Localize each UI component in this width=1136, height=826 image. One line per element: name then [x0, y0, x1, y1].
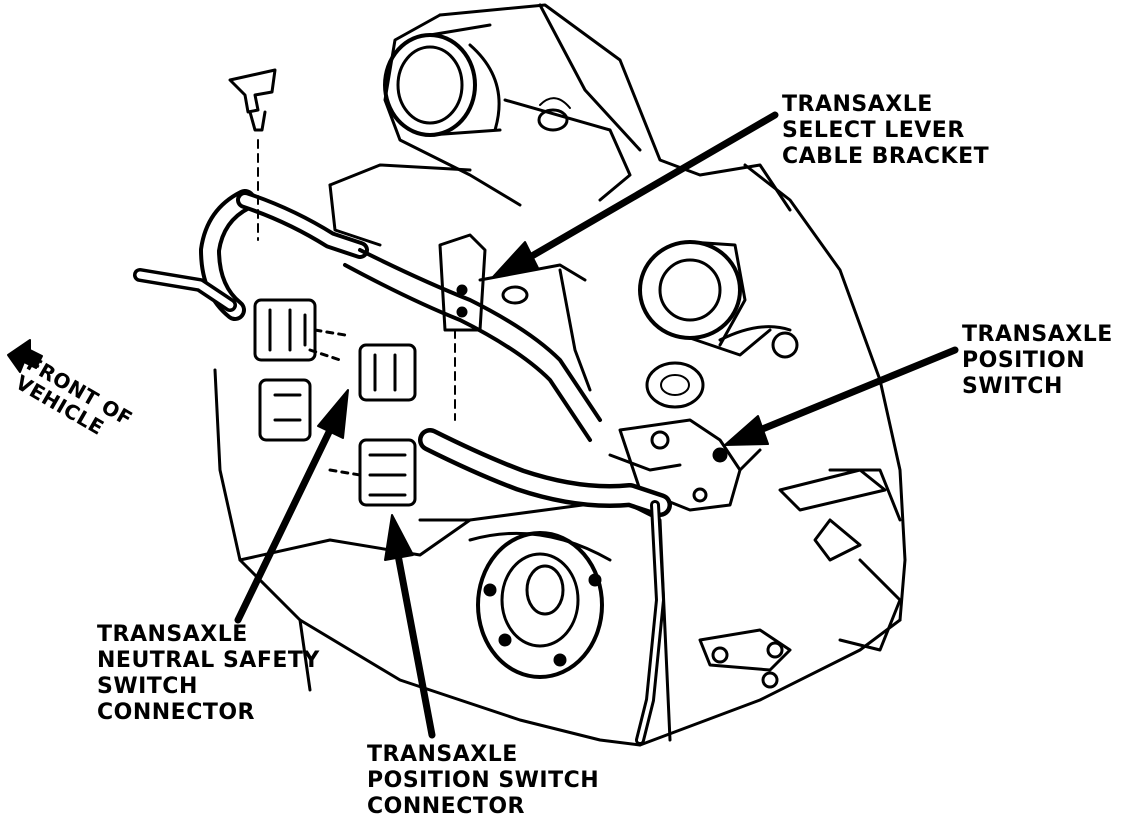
engine-block	[328, 3, 792, 247]
push-clip	[228, 68, 277, 241]
label-position-switch: TRANSAXLE POSITION SWITCH	[962, 322, 1113, 400]
label-line: CONNECTOR	[367, 794, 525, 819]
label-line: TRANSAXLE	[782, 92, 933, 117]
label-line: TRANSAXLE	[367, 742, 518, 767]
pulley	[383, 23, 571, 137]
label-line: TRANSAXLE	[97, 622, 248, 647]
label-position-switch-connector: TRANSAXLE POSITION SWITCH CONNECTOR	[367, 742, 599, 820]
label-select-lever-cable-bracket: TRANSAXLE SELECT LEVER CABLE BRACKET	[782, 92, 989, 170]
label-line: NEUTRAL SAFETY	[97, 648, 320, 673]
bellhousing-boss	[468, 531, 612, 679]
wiring-harness	[133, 189, 672, 745]
leader-arrows	[234, 111, 959, 739]
label-line: SELECT LEVER	[782, 118, 965, 143]
arrow-neutral-safety-connector	[234, 389, 349, 624]
label-line: SWITCH	[97, 674, 198, 699]
arrow-position-switch-connector	[384, 514, 436, 739]
engine-mount	[638, 240, 799, 409]
label-line: CONNECTOR	[97, 700, 255, 725]
lower-bracket	[698, 468, 902, 689]
arrow-position-switch	[724, 346, 959, 446]
arrow-select-lever-bracket	[491, 111, 779, 279]
label-line: POSITION	[962, 348, 1086, 373]
label-line: POSITION SWITCH	[367, 768, 600, 793]
label-line: SWITCH	[962, 374, 1063, 399]
cable-bracket	[438, 233, 592, 392]
front-arrow	[7, 339, 43, 373]
harness-connectors	[253, 298, 417, 507]
label-line: CABLE BRACKET	[782, 144, 990, 169]
label-neutral-safety-switch-connector: TRANSAXLE NEUTRAL SAFETY SWITCH CONNECTO…	[97, 622, 320, 726]
label-line: TRANSAXLE	[962, 322, 1113, 347]
